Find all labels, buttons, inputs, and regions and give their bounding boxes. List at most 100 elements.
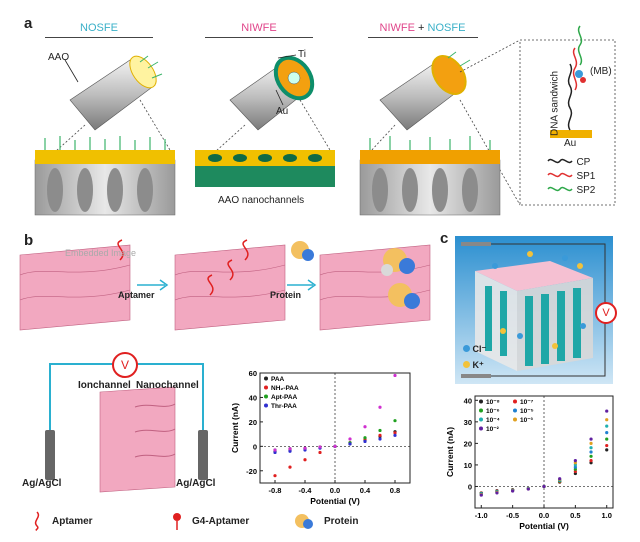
data-point <box>363 439 367 444</box>
heading-nosfe: NOSFE <box>80 22 118 34</box>
legend-item: SP1 <box>547 166 595 182</box>
x-tick-label: 0.0 <box>539 511 549 520</box>
y-tick-label: 0 <box>253 442 257 451</box>
y-tick-label: 0 <box>468 482 472 491</box>
x-tick-label: -0.4 <box>299 486 313 495</box>
x-tick-label: -1.0 <box>475 511 488 520</box>
chloride-dot-icon <box>463 345 470 352</box>
y-tick-label: 20 <box>464 439 472 448</box>
data-point <box>333 444 337 448</box>
heading-rule <box>45 37 153 38</box>
voltmeter-icon: V <box>595 302 617 324</box>
x-axis-label: Potential (V) <box>519 521 569 531</box>
y-tick-label: 20 <box>249 418 257 427</box>
inset-legend: CP SP1 SP2 <box>547 152 596 196</box>
data-point <box>288 447 292 451</box>
aao-nanochannels-label: AAO nanochannels <box>218 195 305 206</box>
arrow-label-protein: Protein <box>270 290 302 300</box>
legend-marker <box>264 385 268 390</box>
watermark-text: Embedded Image <box>65 248 137 258</box>
y-tick-label: 30 <box>464 418 472 427</box>
data-point <box>288 449 292 453</box>
ion-label: Cl⁻ <box>472 344 487 354</box>
data-point <box>526 487 530 491</box>
legend-marker <box>264 403 268 408</box>
arrow-label-aptamer: Aptamer <box>118 290 155 300</box>
data-point <box>393 431 397 435</box>
legend-label: Apt-PAA <box>271 394 298 401</box>
nanochannel-cube <box>461 242 606 378</box>
x-tick-label: 1.0 <box>602 511 612 520</box>
x-axis-label: Potential (V) <box>310 496 360 506</box>
data-point <box>589 446 593 450</box>
combined-array <box>359 136 501 216</box>
dna-sandwich-label: DNA sandwich <box>549 70 561 137</box>
legend-label: PAA <box>271 376 285 383</box>
data-point <box>573 459 577 463</box>
legend-label: 10⁻² <box>486 426 500 433</box>
data-point <box>605 409 609 413</box>
x-tick-label: 0.0 <box>330 486 340 495</box>
legend-label: CP <box>576 157 591 168</box>
membrane-protein <box>319 244 431 331</box>
legend-label: SP2 <box>576 185 596 196</box>
data-point <box>378 405 382 409</box>
data-point <box>363 436 367 440</box>
data-point <box>605 437 609 441</box>
legend-marker <box>264 394 268 399</box>
inset-au-label: Au <box>564 138 577 149</box>
y-tick-label: 10 <box>464 461 472 470</box>
y-axis-label: Current (nA) <box>230 403 240 453</box>
x-tick-label: 0.4 <box>360 486 371 495</box>
nosfe-tube <box>69 55 163 131</box>
data-point <box>378 433 382 437</box>
membrane-aptamer <box>174 244 286 331</box>
data-point <box>511 489 515 493</box>
heading-rule <box>368 37 478 38</box>
data-point <box>605 424 609 428</box>
au-pointer <box>275 89 284 106</box>
legend-label: 10⁻⁸ <box>486 399 500 406</box>
dna-sandwich-drawing <box>550 25 592 138</box>
data-point <box>393 373 397 378</box>
data-point <box>495 491 499 495</box>
data-point <box>303 446 307 450</box>
data-point <box>348 442 352 446</box>
g4-aptamer-icon <box>173 513 181 530</box>
legend-marker <box>479 408 483 413</box>
x-tick-label: -0.5 <box>506 511 519 520</box>
data-point <box>605 448 609 452</box>
data-point <box>273 450 277 455</box>
ion-legend-cl: Cl⁻ <box>463 344 486 355</box>
legend-label: 10⁻⁴ <box>486 417 500 424</box>
electrode-left-label: Ag/AgCl <box>22 478 62 489</box>
x-tick-label: 0.8 <box>390 486 400 495</box>
legend-marker <box>264 376 268 381</box>
heading-combined-nosfe: NOSFE <box>427 22 466 34</box>
legend-marker <box>479 417 483 422</box>
legend-marker <box>479 399 483 404</box>
ion-legend-k: K⁺ <box>463 360 484 371</box>
data-point <box>393 419 397 423</box>
y-tick-label: 60 <box>249 369 257 378</box>
data-point <box>273 448 277 452</box>
membrane-bare <box>19 244 131 331</box>
niwfe-tube <box>229 55 315 131</box>
legend-protein: Protein <box>324 516 359 527</box>
data-point <box>378 437 382 441</box>
strand-sp1-icon <box>547 172 573 177</box>
ti-pointer <box>277 54 297 59</box>
data-point <box>589 437 593 441</box>
panel-b-legend: Aptamer G4-Aptamer Protein <box>30 511 450 532</box>
data-point <box>479 493 483 497</box>
heading-rule <box>205 37 313 38</box>
panel-a-label: a <box>24 15 33 32</box>
legend-label: 10⁻³ <box>520 417 534 424</box>
data-point <box>589 450 593 454</box>
potassium-dot-icon <box>463 361 470 368</box>
data-point <box>542 484 546 489</box>
data-point <box>318 450 322 455</box>
data-point <box>393 433 397 437</box>
data-point <box>363 425 367 429</box>
